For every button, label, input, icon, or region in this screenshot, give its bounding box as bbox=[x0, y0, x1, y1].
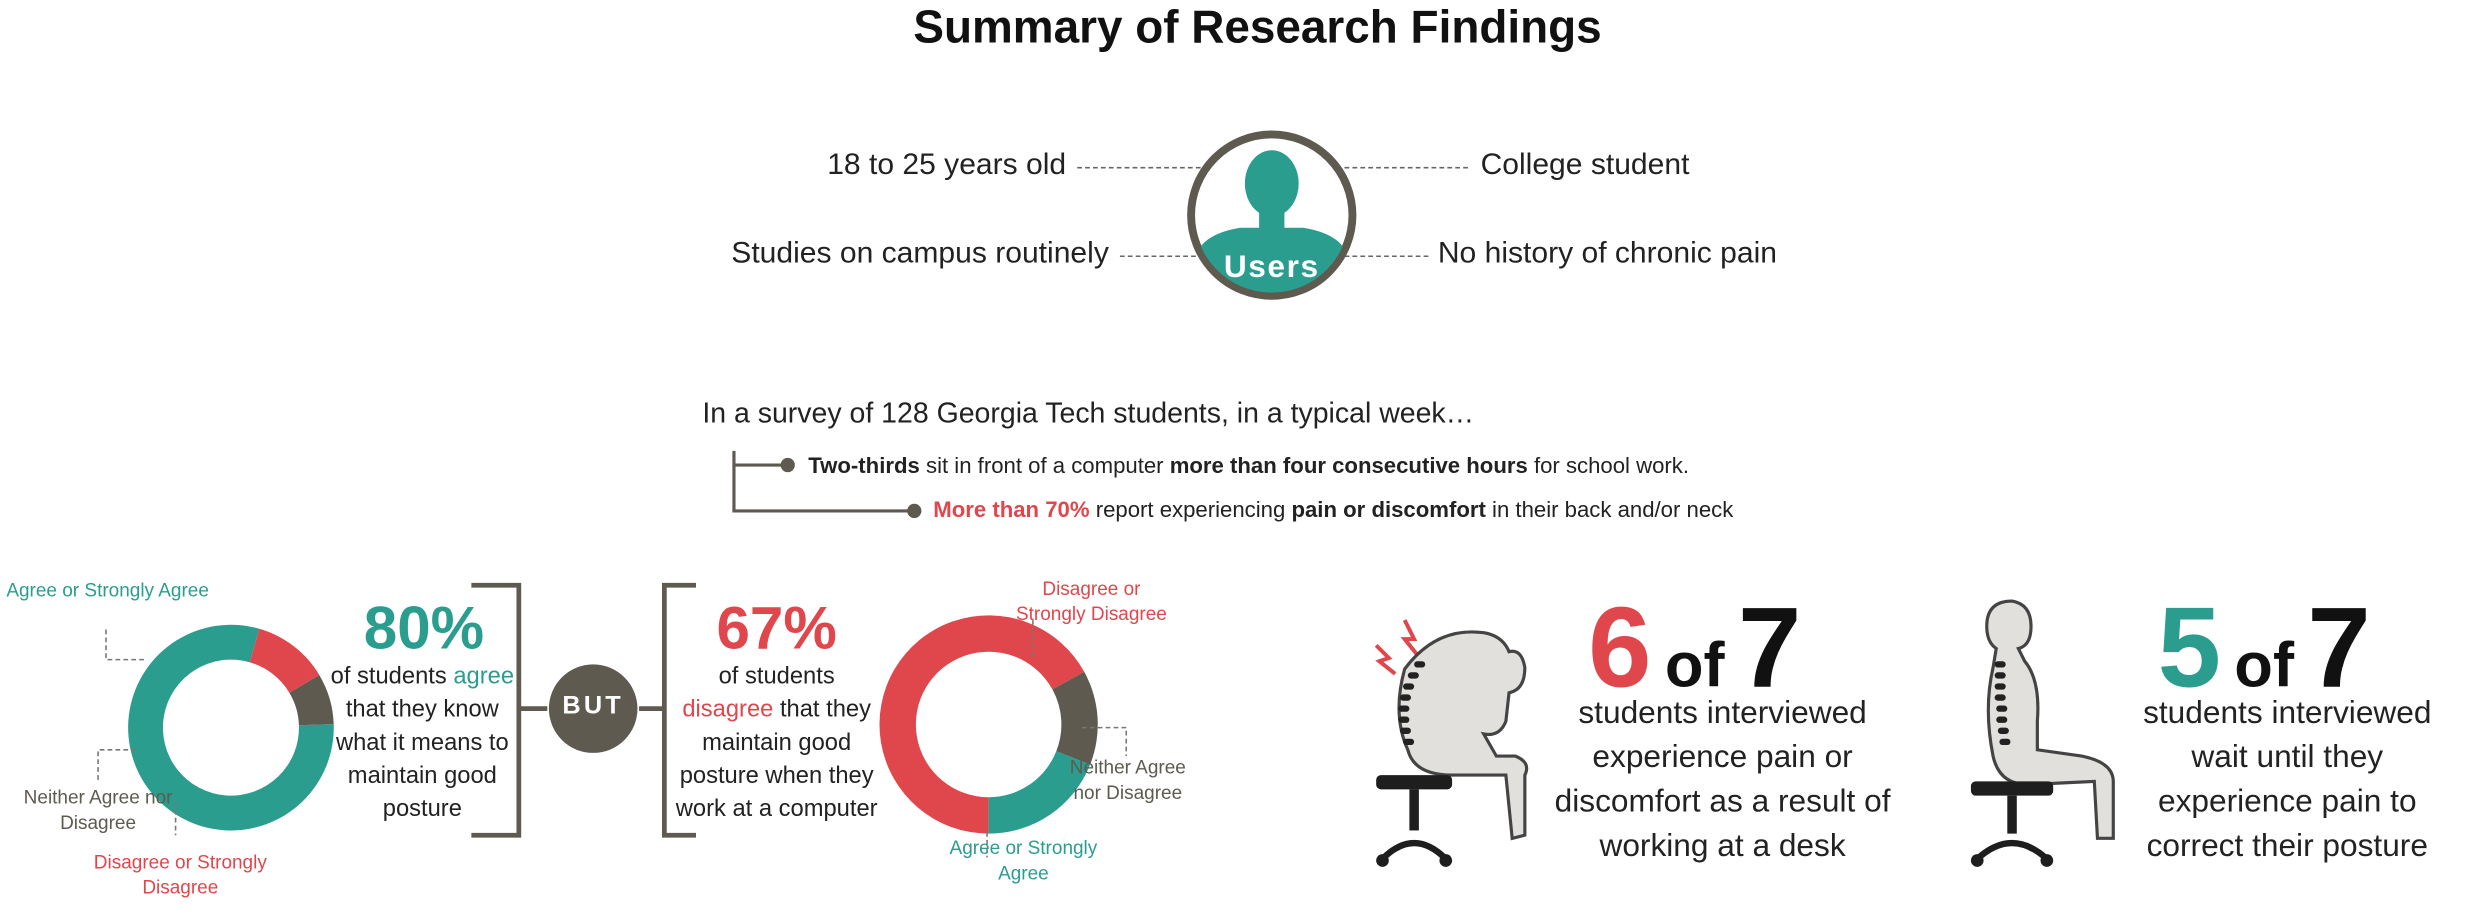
pie2-slice-agree bbox=[988, 751, 1091, 834]
but-badge: BUT bbox=[562, 692, 624, 720]
stat1-description: students interviewed experience pain or … bbox=[1554, 695, 1891, 864]
pie1-label-agree: Agree or Strongly Agree bbox=[6, 578, 209, 602]
users-avatar bbox=[1187, 130, 1357, 300]
pie1-leader-1 bbox=[97, 748, 140, 780]
upright-person-icon bbox=[1970, 599, 2115, 867]
donut-chart-knowledge bbox=[97, 624, 334, 836]
page-title: Summary of Research Findings bbox=[913, 3, 1602, 54]
pie1-label-disagree: Disagree or Strongly Disagree bbox=[93, 851, 267, 899]
pie1-label-neither: Neither Agree nor Disagree bbox=[23, 786, 173, 834]
pie2-slice-neither bbox=[1052, 671, 1098, 765]
user-fact-history: No history of chronic pain bbox=[1437, 237, 1777, 271]
pie2-label-disagree: Disagree or Strongly Disagree bbox=[1015, 577, 1167, 625]
pie1-headline: 80% bbox=[363, 596, 485, 663]
users-connectors bbox=[1077, 166, 1472, 258]
pie1-leader-0 bbox=[105, 629, 146, 661]
user-fact-studies: Studies on campus routinely bbox=[731, 237, 1109, 271]
pie2-description: of students disagree that they maintain … bbox=[675, 662, 878, 823]
pie2-label-neither: Neither Agree nor Disagree bbox=[1069, 756, 1186, 804]
survey-intro: In a survey of 128 Georgia Tech students… bbox=[702, 397, 1475, 429]
stat1-fraction: 6 of 7 bbox=[1588, 585, 1802, 712]
users-badge: Users bbox=[1223, 249, 1320, 285]
user-fact-age: 18 to 25 years old bbox=[827, 148, 1067, 182]
pie2-slice-disagree bbox=[879, 615, 1085, 834]
user-fact-occupation: College student bbox=[1480, 148, 1690, 182]
pie1-description: of students agree that they know what it… bbox=[330, 662, 515, 823]
slouching-person-icon bbox=[1374, 619, 1529, 867]
pie2-label-agree: Agree or Strongly Agree bbox=[949, 836, 1098, 885]
pie2-headline: 67% bbox=[716, 596, 837, 663]
stat2-fraction: 5 of 7 bbox=[2157, 585, 2371, 712]
pie1-slice-disagree bbox=[249, 628, 320, 693]
pie1-slice-neither bbox=[289, 674, 334, 726]
donut-chart-practice bbox=[879, 615, 1128, 858]
pie1-slice-agree bbox=[128, 624, 334, 831]
but-brackets bbox=[471, 582, 696, 838]
survey-tree-lines bbox=[732, 450, 922, 519]
survey-finding-pain: More than 70% report experiencing pain o… bbox=[933, 496, 1734, 522]
stat2-description: students interviewed wait until they exp… bbox=[2143, 695, 2432, 864]
pie2-leader-1 bbox=[1081, 726, 1128, 757]
survey-finding-hours: Two-thirds sit in front of a computer mo… bbox=[808, 452, 1690, 478]
